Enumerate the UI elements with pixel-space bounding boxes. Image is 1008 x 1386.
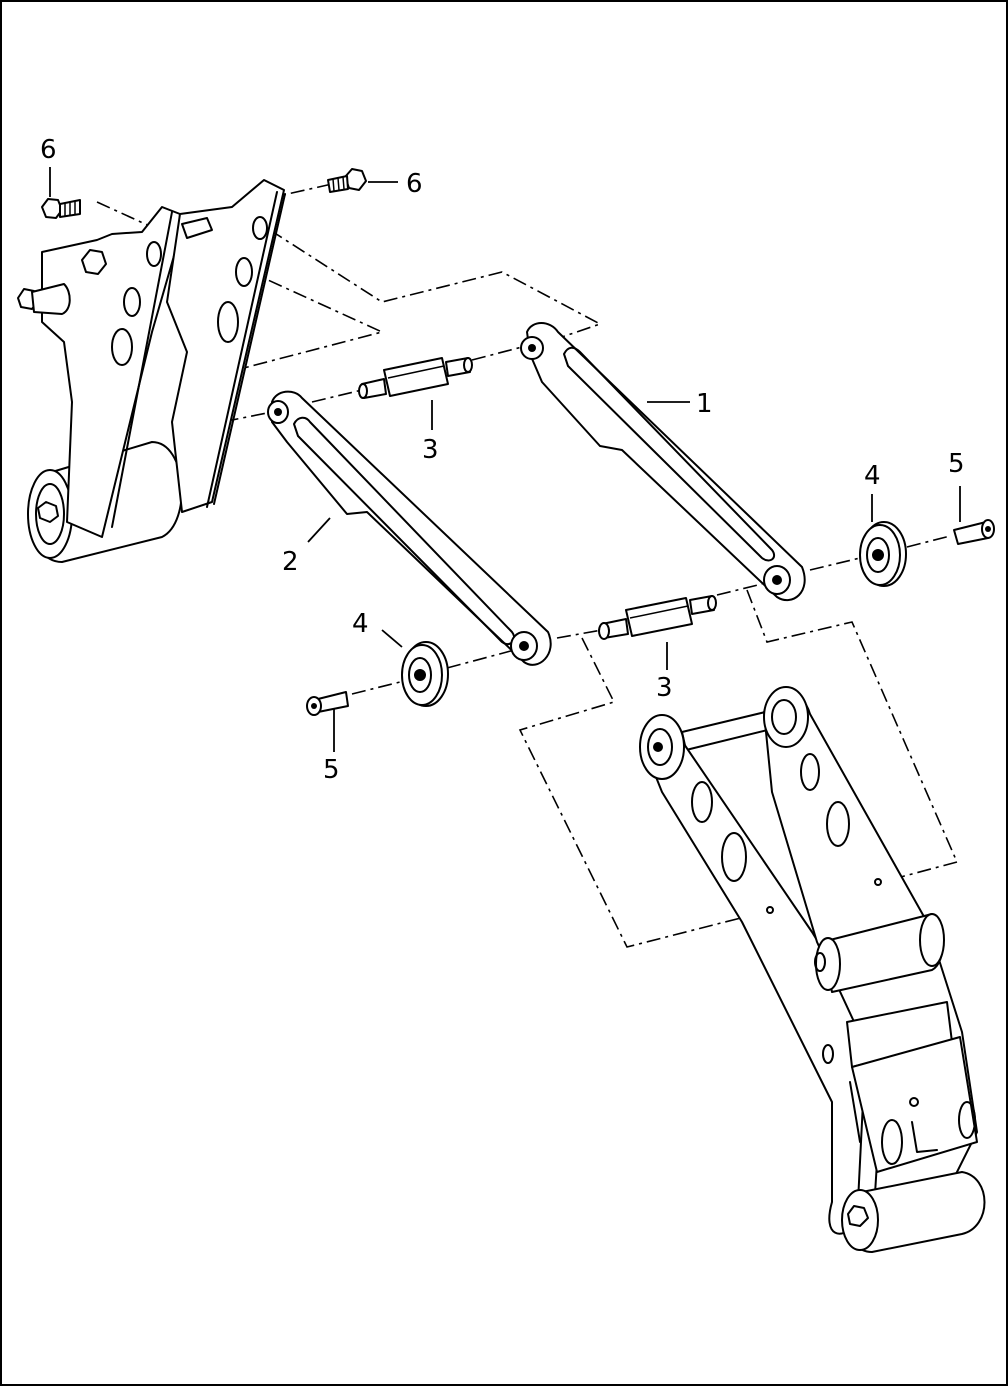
callout-4-left: 4	[352, 609, 369, 639]
lower-arm-assembly	[640, 687, 985, 1252]
mounting-bracket	[18, 180, 285, 562]
callout-2: 2	[282, 547, 299, 577]
link-arm-2	[268, 392, 551, 665]
link-arm-1	[521, 323, 805, 600]
shoulder-bolt-5-left	[307, 692, 348, 715]
pin-3-lower	[599, 596, 716, 639]
bolt-6-left	[42, 199, 80, 218]
roller-4-left	[402, 642, 448, 706]
callout-4-right: 4	[864, 461, 881, 491]
callout-6-right: 6	[406, 169, 423, 199]
callout-3-lower: 3	[656, 673, 673, 703]
callout-6-left: 6	[40, 135, 57, 165]
callout-3-upper: 3	[422, 435, 439, 465]
callout-1: 1	[696, 389, 713, 419]
shoulder-bolt-5-right	[954, 520, 994, 544]
callout-5-right: 5	[948, 449, 965, 479]
callout-5-left: 5	[323, 755, 340, 785]
pin-3-upper	[359, 358, 472, 398]
bolt-6-right	[328, 169, 366, 192]
roller-4-right	[860, 522, 906, 586]
